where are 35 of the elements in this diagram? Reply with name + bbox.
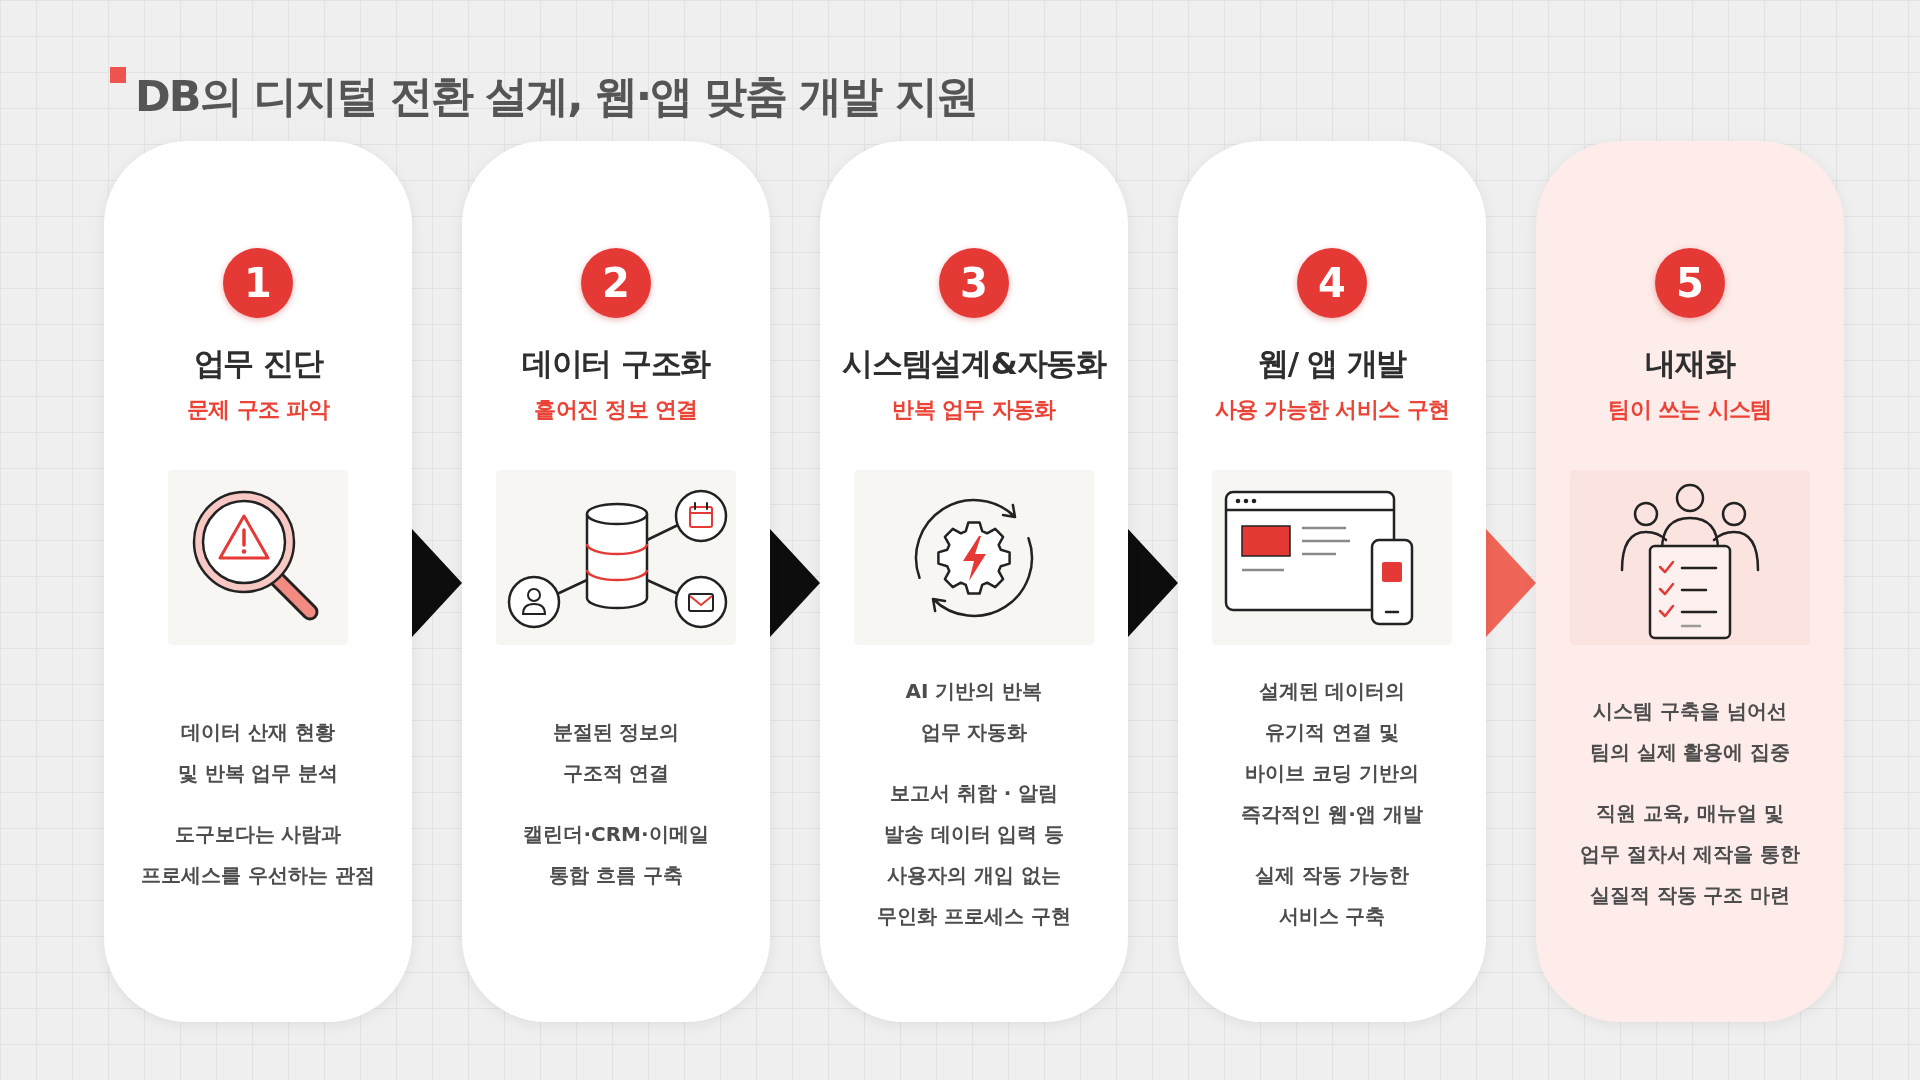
step-number-badge: 3	[939, 248, 1009, 318]
step-subtitle: 문제 구조 파악	[186, 396, 329, 424]
step-description: AI 기반의 반복 업무 자동화	[904, 677, 1044, 746]
step-description: 도구보다는 사람과 프로세스를 우선하는 관점	[140, 820, 376, 889]
process-card	[462, 141, 770, 1022]
step-title: 데이터 구조화	[521, 344, 711, 382]
step-subtitle: 팀이 쓰는 시스템	[1608, 396, 1772, 424]
step-description: 설계된 데이터의 유기적 연결 및 바이브 코딩 기반의 즉각적인 웹·앱 개발	[1240, 677, 1424, 828]
step-description: 캘린더·CRM·이메일 통합 흐름 구축	[522, 820, 710, 889]
process-card	[1536, 141, 1844, 1022]
page-title: DB의 디지털 전환 설계, 웹·앱 맞춤 개발 지원	[135, 70, 977, 123]
step-number-badge: 2	[581, 248, 651, 318]
step-number-badge: 5	[1655, 248, 1725, 318]
step-description: 데이터 산재 현황 및 반복 업무 분석	[176, 718, 340, 787]
step-title: 업무 진단	[193, 344, 323, 382]
arrow-chevron	[1128, 529, 1178, 637]
arrow-chevron	[412, 529, 462, 637]
step-description: 분절된 정보의 구조적 연결	[551, 718, 681, 787]
process-card	[820, 141, 1128, 1022]
arrow-chevron	[1486, 529, 1536, 637]
step-title: 웹/ 앱 개발	[1257, 344, 1407, 382]
process-card	[1178, 141, 1486, 1022]
step-number-badge: 1	[223, 248, 293, 318]
step-title: 내재화	[1645, 344, 1735, 382]
step-subtitle: 사용 가능한 서비스 구현	[1214, 396, 1450, 424]
step-description: 보고서 취합 · 알림 발송 데이터 입력 등 사용자의 개입 없는 무인화 프로세스 구현	[876, 779, 1072, 930]
process-card	[104, 141, 412, 1022]
step-description: 실제 작동 가능한 서비스 구축	[1254, 861, 1410, 930]
step-subtitle: 반복 업무 자동화	[892, 396, 1056, 424]
step-number-badge: 4	[1297, 248, 1367, 318]
step-description: 직원 교육, 매뉴얼 및 업무 절차서 제작을 통한 실질적 작동 구조 마련	[1578, 800, 1802, 909]
step-subtitle: 흩어진 정보 연결	[534, 396, 698, 424]
step-description: 시스템 구축을 넘어선 팀의 실제 활용에 집중	[1588, 698, 1792, 766]
step-title: 시스템설계&자동화	[842, 344, 1106, 382]
arrow-chevron	[770, 529, 820, 637]
